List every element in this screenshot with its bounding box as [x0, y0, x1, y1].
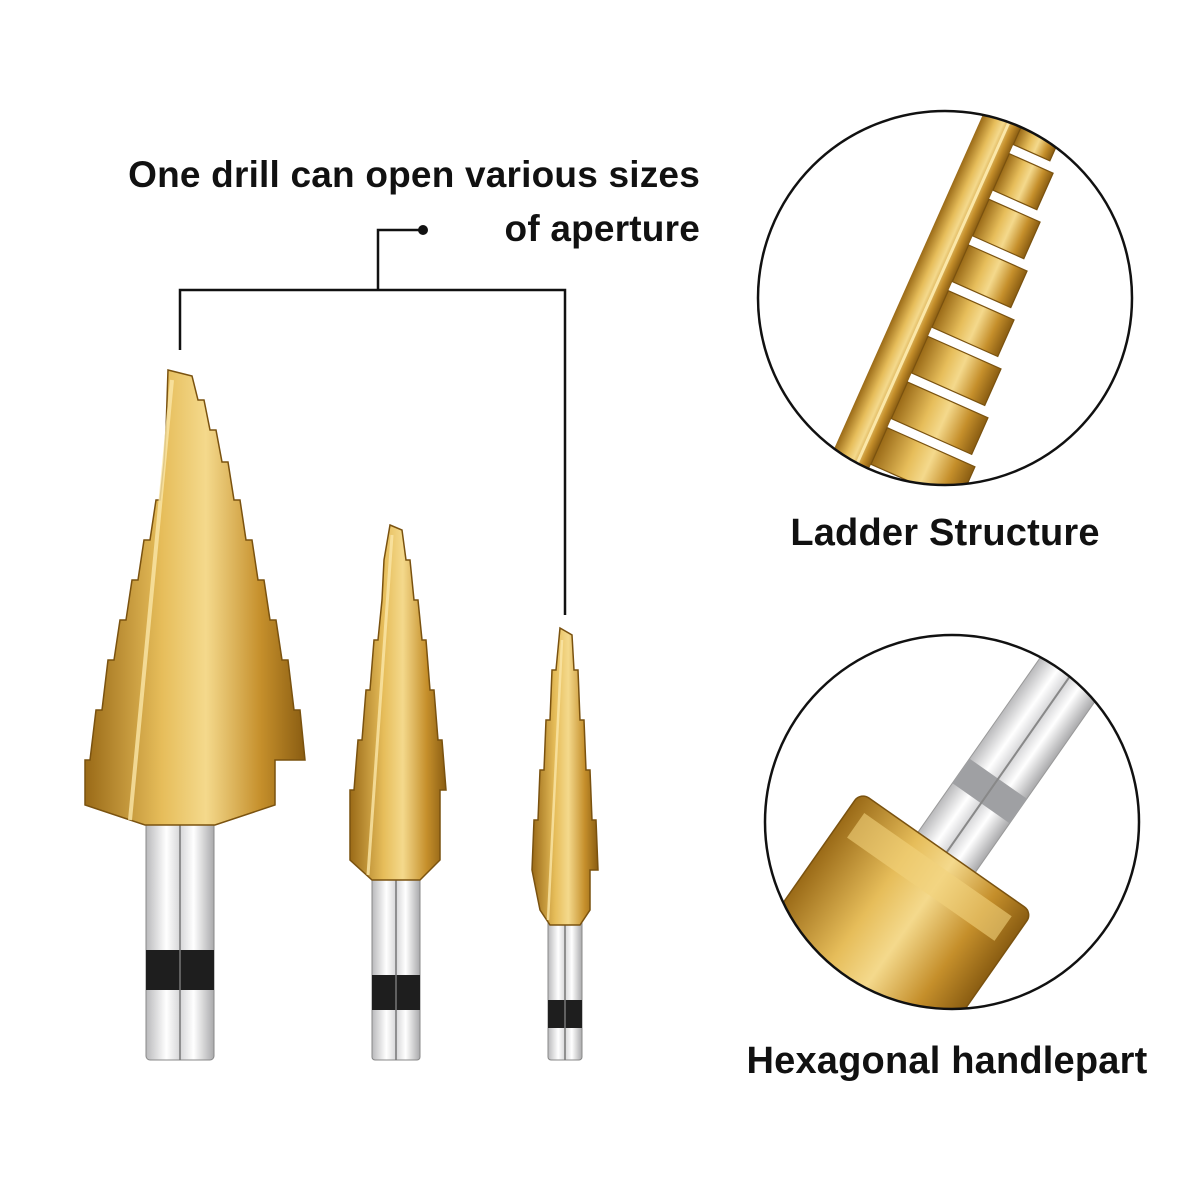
connector-lines [178, 228, 567, 615]
headline-line-1: One drill can open various sizes [128, 154, 700, 195]
headline: One drill can open various sizes of aper… [40, 148, 700, 256]
ladder-structure-label: Ladder Structure [790, 512, 1100, 554]
hex-shank-closeup [763, 633, 1141, 1011]
step-drill-large-icon [84, 369, 306, 1061]
ladder-structure-closeup [756, 109, 1134, 487]
connector-dot [418, 225, 428, 235]
step-drill-medium-icon [349, 523, 447, 1061]
hexagonal-handle-label: Hexagonal handlepart [746, 1040, 1148, 1082]
headline-line-2: of aperture [504, 208, 700, 249]
step-drill-small-icon [531, 626, 599, 1061]
